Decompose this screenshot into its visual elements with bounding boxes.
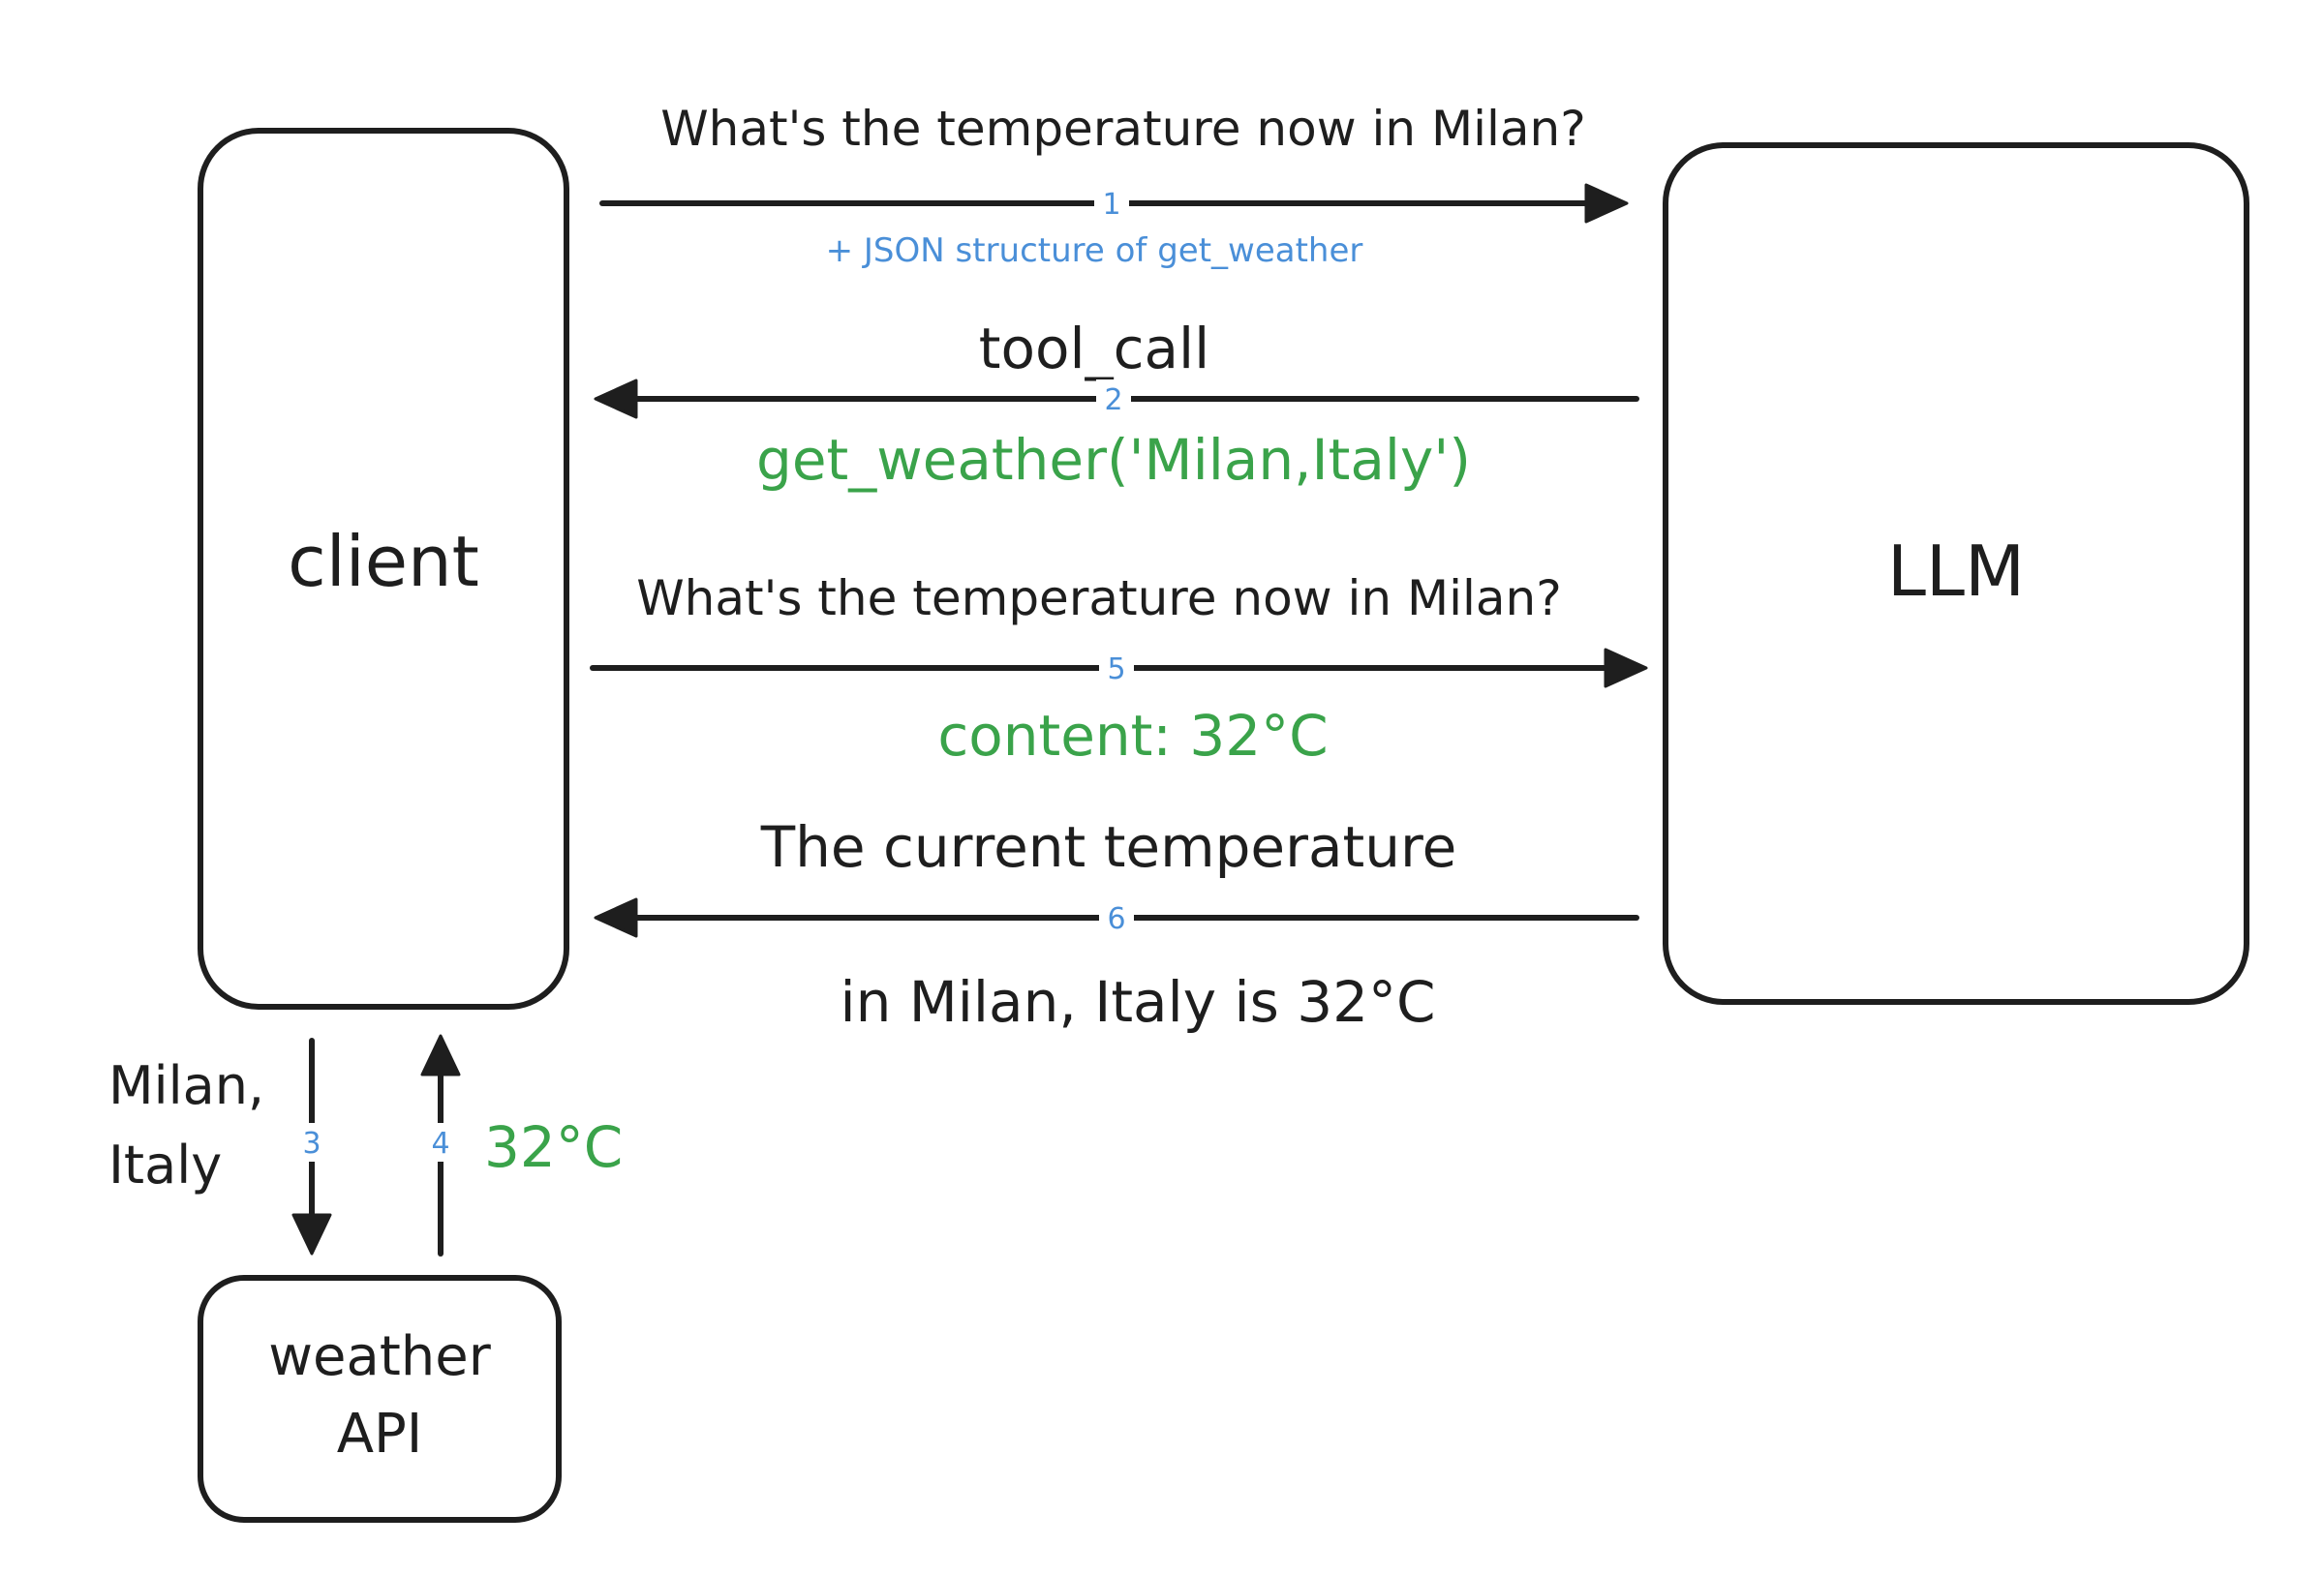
- message-5-payload: content: 32°C: [937, 703, 1328, 769]
- weather-api-label-line-2: API: [337, 1403, 423, 1466]
- message-6-label-line-2: in Milan, Italy is 32°C: [840, 969, 1435, 1035]
- client-label: client: [288, 521, 479, 602]
- message-4-label: 32°C: [484, 1114, 623, 1180]
- message-6-label-line-1: The current temperature: [760, 814, 1457, 880]
- llm-label: LLM: [1887, 530, 2025, 612]
- weather-api-box: [198, 1275, 562, 1523]
- message-5-number-bg: [1099, 649, 1134, 687]
- message-2-number-bg: [1096, 379, 1131, 418]
- message-1-note: + JSON structure of get_weather: [826, 231, 1363, 270]
- message-4-arrowhead: [420, 1034, 461, 1076]
- message-6-arrowhead: [594, 897, 638, 938]
- message-1-arrowhead: [1584, 183, 1629, 224]
- message-2-arrowhead: [594, 379, 638, 419]
- message-1: What's the temperature now in Milan? 1 +…: [599, 101, 1629, 270]
- message-6: The current temperature 6 in Milan, Ital…: [594, 814, 1639, 1035]
- message-3-number: 3: [302, 1127, 321, 1161]
- message-1-number: 1: [1102, 188, 1120, 222]
- message-3-arrowhead: [291, 1213, 332, 1256]
- message-6-number: 6: [1107, 902, 1125, 936]
- message-3-label-line-1: Milan,: [108, 1055, 264, 1116]
- message-4-number-bg: [424, 1123, 457, 1162]
- weather-api-node: weather API: [198, 1275, 562, 1523]
- message-5-number: 5: [1107, 652, 1125, 686]
- message-1-number-bg: [1094, 184, 1129, 223]
- message-6-number-bg: [1099, 898, 1134, 937]
- message-5-arrowhead: [1604, 648, 1648, 688]
- client-box: [198, 128, 569, 1010]
- message-4: 4 32°C: [420, 1034, 623, 1257]
- message-5-label: What's the temperature now in Milan?: [636, 570, 1562, 626]
- client-node: client: [198, 128, 569, 1010]
- message-2-payload: get_weather('Milan,Italy'): [756, 427, 1471, 493]
- llm-box: [1663, 142, 2249, 1005]
- message-2-label: tool_call: [979, 316, 1210, 381]
- message-4-number: 4: [431, 1127, 449, 1161]
- message-2: tool_call 2 get_weather('Milan,Italy'): [594, 316, 1639, 493]
- message-3-number-bg: [295, 1123, 328, 1162]
- message-3-label-line-2: Italy: [108, 1135, 222, 1196]
- message-5: What's the temperature now in Milan? 5 c…: [590, 570, 1648, 769]
- message-2-number: 2: [1104, 383, 1122, 417]
- weather-api-label-line-1: weather: [268, 1325, 491, 1388]
- message-1-label: What's the temperature now in Milan?: [660, 101, 1586, 157]
- llm-node: LLM: [1663, 142, 2249, 1005]
- message-3: 3 Milan, Italy: [108, 1038, 332, 1256]
